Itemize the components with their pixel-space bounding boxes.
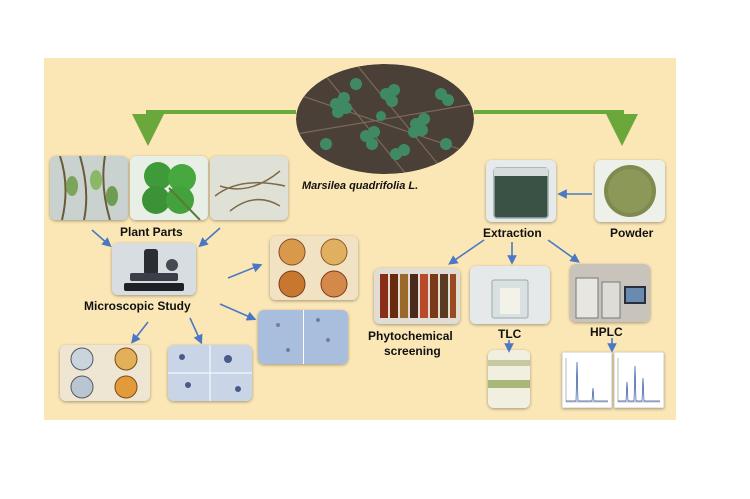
arrow-microscope-to-image-1 bbox=[227, 263, 263, 279]
tlc-chamber-photo bbox=[470, 266, 550, 324]
tlc-label: TLC bbox=[498, 327, 522, 341]
hplc-instrument-photo bbox=[570, 264, 650, 322]
plant-parts-photo-3 bbox=[210, 156, 288, 220]
arrow-parts-to-microscope-left bbox=[91, 229, 112, 248]
extraction-beaker-photo bbox=[486, 160, 556, 222]
arrow-extraction-to-phytochemical bbox=[448, 239, 485, 265]
plant-parts-photo-2 bbox=[130, 156, 208, 220]
powder-label: Powder bbox=[610, 226, 654, 240]
microscopic-image-2 bbox=[258, 310, 348, 364]
arrow-extraction-to-hplc bbox=[547, 239, 580, 263]
hplc-chromatogram-1 bbox=[562, 352, 612, 408]
powder-photo bbox=[595, 160, 665, 222]
tlc-plate-photo bbox=[488, 350, 530, 408]
microscopic-study-label: Microscopic Study bbox=[84, 299, 191, 313]
plant-parts-photo-1 bbox=[50, 156, 128, 220]
extraction-label: Extraction bbox=[483, 226, 542, 240]
phytochemical-screening-label-line2: screening bbox=[384, 344, 441, 358]
arrow-parts-to-microscope-right bbox=[198, 227, 221, 248]
arrow-microscope-to-image-4 bbox=[189, 317, 203, 345]
arrow-microscope-to-image-3 bbox=[131, 321, 149, 344]
hplc-chromatogram-2 bbox=[614, 352, 664, 408]
arrow-microscope-to-image-2 bbox=[219, 303, 257, 321]
plant-parts-label: Plant Parts bbox=[120, 225, 183, 239]
species-label: Marsilea quadrifolia L. bbox=[302, 180, 419, 192]
microscopic-image-4 bbox=[168, 345, 252, 401]
hplc-label: HPLC bbox=[590, 325, 623, 339]
microscope-photo bbox=[112, 243, 196, 295]
green-arrow-right bbox=[474, 110, 638, 146]
green-arrow-left bbox=[132, 110, 296, 146]
phytochemical-screening-label-line1: Phytochemical bbox=[368, 329, 453, 343]
microscopic-image-1 bbox=[270, 236, 358, 300]
marsilea-plant-photo bbox=[296, 64, 474, 174]
phytochemical-screening-photo bbox=[374, 268, 460, 324]
microscopic-image-3 bbox=[60, 345, 150, 401]
